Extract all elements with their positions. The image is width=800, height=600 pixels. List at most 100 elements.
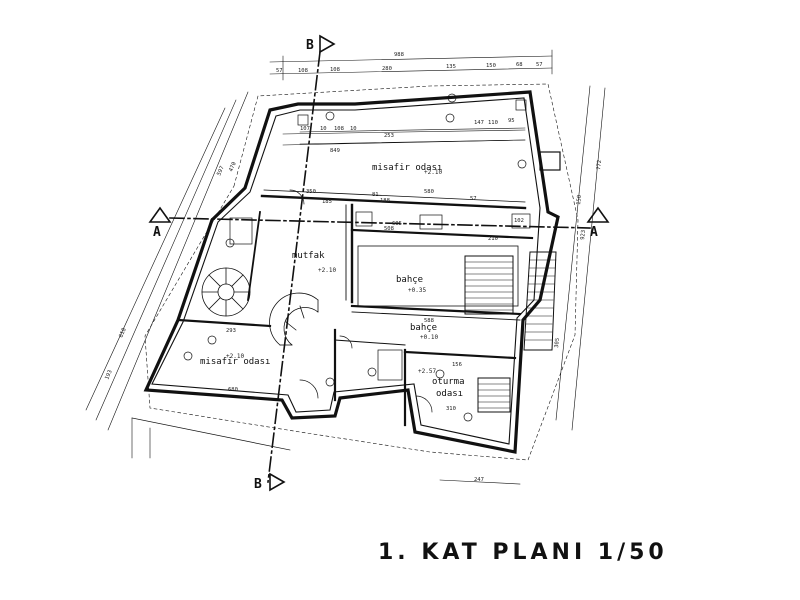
dim-293: 293 — [226, 328, 236, 334]
dim-right-d: 305 — [554, 338, 561, 349]
dim-left-a: 470 — [228, 161, 237, 172]
section-label-a-left: A — [153, 225, 161, 240]
exterior-wall — [143, 90, 560, 454]
dimension-line-bottom — [439, 479, 521, 485]
dim-right-a: 923 — [580, 230, 587, 241]
level-kitchen: +2.10 — [318, 267, 336, 274]
dim-left-d: 193 — [104, 369, 113, 380]
spiral-stair-left — [201, 267, 251, 317]
dim-185: 185 — [322, 199, 332, 205]
section-arrow-a-right — [586, 206, 610, 223]
section-arrow-b-top — [319, 34, 336, 54]
fixture-2 — [377, 349, 403, 381]
spiral-stair-center — [269, 292, 319, 346]
staircase-courtyard — [464, 255, 514, 315]
wall-left-room-north — [176, 318, 272, 328]
drawing-title: 1. KAT PLANI 1/50 — [378, 540, 668, 565]
dim-156: 156 — [452, 362, 462, 368]
door-swing-1 — [289, 189, 305, 205]
wall-kitchen-west — [246, 210, 262, 302]
dimension-lines-left — [85, 91, 249, 431]
room-label-oturma-2: odası — [436, 389, 463, 399]
fireplace — [539, 151, 561, 171]
section-label-a-right: A — [590, 225, 598, 240]
wall-courtyard-south-2 — [351, 311, 521, 321]
dim-row2-2: 108 — [334, 126, 344, 132]
dim-508: 508 — [384, 226, 394, 232]
wall-top-room-south-inner — [263, 189, 526, 203]
level-bahce-main: +0.35 — [408, 287, 426, 294]
wall-oturma-north — [403, 350, 517, 360]
level-markers — [183, 93, 527, 422]
staircase-exterior — [523, 251, 557, 351]
dimension-lines-right — [555, 85, 606, 431]
dim-310: 310 — [446, 406, 456, 412]
boundary-line-bottom — [131, 417, 291, 451]
dim-81: 81 — [372, 192, 379, 198]
fixture-4 — [355, 211, 373, 227]
section-arrow-a-left — [148, 206, 172, 223]
door-swing-2 — [299, 379, 319, 399]
room-label-misafir-left: misafir odası — [200, 357, 270, 367]
section-line-a — [148, 206, 610, 229]
level-oturma: +2.57 — [418, 368, 436, 375]
dim-top-seg-2: 108 — [330, 67, 340, 73]
room-label-bahce-main: bahçe — [396, 275, 423, 285]
dim-left-b: 597 — [216, 165, 225, 176]
wall-top-room-south — [260, 194, 527, 210]
dim-top-seg-1: 108 — [298, 68, 308, 74]
wall-courtyard-north — [350, 228, 534, 240]
dim-left-c: 618 — [118, 327, 127, 338]
dim-row2-5: 110 — [488, 120, 498, 126]
section-label-b-bottom: B — [254, 477, 262, 492]
dim-row2-4: 147 — [474, 120, 484, 126]
dim-350: 350 — [306, 189, 316, 195]
furniture-line — [282, 129, 526, 135]
room-label-misafir-top: misafir odası — [372, 163, 442, 173]
dim-right-b: 772 — [596, 160, 603, 171]
dim-top-seg-5: 150 — [486, 63, 496, 69]
level-misafir-top: +2.10 — [424, 169, 442, 176]
fixture-5 — [511, 213, 531, 229]
dim-188: 188 — [380, 198, 390, 204]
dim-row3-1: 849 — [330, 148, 340, 154]
plan-drawing — [85, 34, 610, 492]
fixture-1 — [419, 214, 443, 230]
dimension-lines-top — [269, 49, 553, 145]
dim-580: 580 — [424, 189, 434, 195]
dim-row3-0: 253 — [384, 133, 394, 139]
dim-top-seg-0: 57 — [276, 68, 283, 74]
dim-605: 605 — [392, 221, 402, 227]
dim-102: 102 — [514, 218, 524, 224]
dim-57: 57 — [470, 196, 477, 202]
dim-top-seg-3: 280 — [382, 66, 392, 72]
room-label-mutfak: mutfak — [292, 251, 325, 261]
dim-top-seg-7: 57 — [536, 62, 543, 68]
dim-top-seg-4: 135 — [446, 64, 456, 70]
dim-top-total: 988 — [394, 52, 404, 58]
door-swing-4 — [339, 335, 353, 349]
section-line-b — [267, 34, 336, 492]
dim-588: 588 — [424, 318, 434, 324]
level-misafir-left: +2.10 — [226, 353, 244, 360]
dim-210: 210 — [488, 236, 498, 242]
dim-row2-3: 10 — [350, 126, 357, 132]
dim-right-c: 150 — [576, 195, 583, 206]
room-label-bahce-lower: bahçe — [410, 323, 437, 333]
courtyard-pool — [357, 245, 519, 307]
dim-247: 247 — [474, 477, 484, 483]
dim-680: 680 — [228, 387, 238, 393]
level-bahce-lower: +0.10 — [420, 334, 438, 341]
window-frame-1 — [297, 114, 309, 126]
section-arrow-b-bottom — [269, 472, 286, 492]
wall-courtyard-south — [350, 304, 522, 316]
exterior-wall-inner — [151, 97, 541, 445]
room-label-oturma-1: oturma — [432, 377, 465, 387]
upper-outline — [144, 83, 579, 461]
wall-lower-hall — [334, 339, 406, 346]
staircase-oturma — [477, 377, 511, 413]
section-label-b-top: B — [306, 38, 314, 53]
window-frame-2 — [515, 99, 527, 111]
dim-row2-6: 95 — [508, 118, 515, 124]
